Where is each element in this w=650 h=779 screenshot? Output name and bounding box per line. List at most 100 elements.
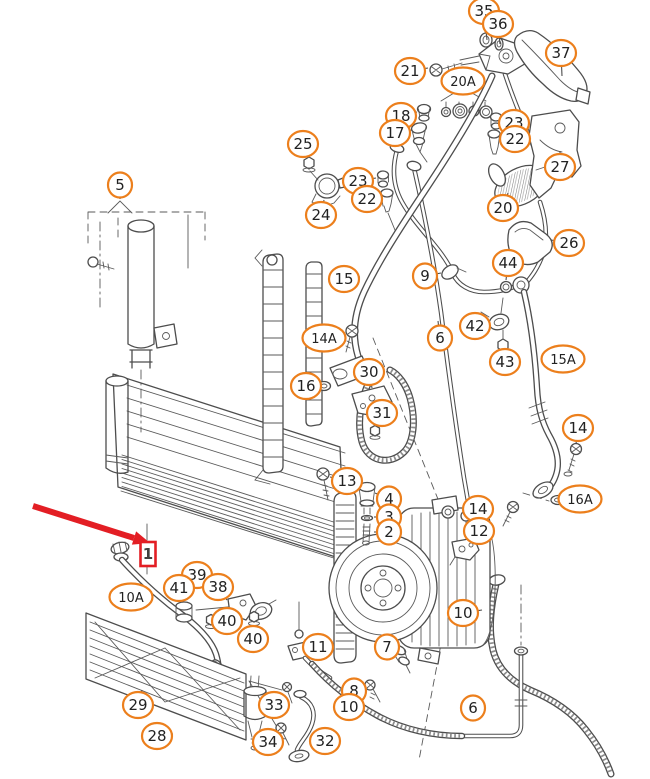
callout-42-20[interactable]: 42 xyxy=(458,311,492,341)
callout-layer: 3536372120A18172322252723222452026449154… xyxy=(106,0,603,757)
callout-6-52[interactable]: 6 xyxy=(459,694,487,722)
callout-11-43[interactable]: 11 xyxy=(301,632,335,662)
callout-13-29[interactable]: 13 xyxy=(329,466,364,496)
highlight-label: 1 xyxy=(143,545,153,563)
callout-label: 25 xyxy=(293,135,312,153)
callout-26-16[interactable]: 26 xyxy=(550,228,586,258)
callout-ring xyxy=(257,690,291,720)
callout-10-47[interactable]: 10 xyxy=(332,692,366,722)
callout-15-19[interactable]: 15 xyxy=(327,264,361,294)
callout-ring xyxy=(365,398,399,428)
callout-label: 36 xyxy=(488,15,507,33)
callout-ring xyxy=(286,129,320,159)
callout-14-28[interactable]: 14 xyxy=(561,413,595,445)
callout-ring xyxy=(108,582,154,612)
callout-12-34[interactable]: 12 xyxy=(462,516,496,546)
callout-label: 2 xyxy=(384,523,394,541)
callout-label: 14 xyxy=(468,500,487,518)
callout-14a-21[interactable]: 14A xyxy=(301,323,347,353)
callout-ring xyxy=(373,633,401,661)
callout-ring xyxy=(301,323,347,353)
highlight-box xyxy=(139,540,157,568)
callout-40-41[interactable]: 40 xyxy=(210,606,244,636)
callout-6-22[interactable]: 6 xyxy=(426,320,454,352)
callout-ring xyxy=(140,721,174,751)
callout-ring xyxy=(378,118,412,148)
callout-ring xyxy=(251,727,285,757)
callout-ring xyxy=(289,371,323,401)
callout-16a-32[interactable]: 16A xyxy=(557,484,603,514)
callout-17-6[interactable]: 17 xyxy=(378,118,413,148)
heat-shield-37 xyxy=(513,29,591,105)
callout-22-8[interactable]: 22 xyxy=(498,124,532,154)
expansion-valve-assembly xyxy=(429,32,546,283)
callout-32-51[interactable]: 32 xyxy=(308,726,342,756)
callout-44-17[interactable]: 44 xyxy=(491,248,525,281)
callout-label: 44 xyxy=(498,254,517,272)
callout-25-9[interactable]: 25 xyxy=(286,129,320,159)
callout-41-37[interactable]: 41 xyxy=(162,573,196,603)
callout-label: 11 xyxy=(308,638,327,656)
highlight-arrow-shaft xyxy=(32,503,135,541)
callout-label: 37 xyxy=(551,44,570,62)
callout-34-50[interactable]: 34 xyxy=(251,727,285,757)
callout-37-2[interactable]: 37 xyxy=(544,38,578,77)
bottom-fittings xyxy=(275,601,462,763)
callout-20a-4[interactable]: 20A xyxy=(440,66,486,96)
callout-ring xyxy=(481,9,515,39)
callout-ring xyxy=(121,690,155,720)
callout-ring xyxy=(411,262,439,290)
callout-label: 40 xyxy=(243,630,262,648)
callout-label: 17 xyxy=(385,124,404,142)
callout-label: 40 xyxy=(217,612,236,630)
callout-label: 41 xyxy=(169,579,188,597)
callout-15a-23[interactable]: 15A xyxy=(540,344,586,374)
callout-7-44[interactable]: 7 xyxy=(373,633,401,661)
highlighted-part-1[interactable]: 1 xyxy=(139,540,157,568)
callout-label: 6 xyxy=(435,329,445,347)
callout-ring xyxy=(491,248,525,278)
callout-label: 43 xyxy=(495,353,514,371)
callout-33-48[interactable]: 33 xyxy=(257,690,291,720)
callout-ring xyxy=(544,38,578,68)
callout-2-35[interactable]: 2 xyxy=(374,518,403,546)
callout-label: 16A xyxy=(567,493,593,508)
callout-label: 6 xyxy=(468,699,478,717)
callout-22-12[interactable]: 22 xyxy=(350,184,384,214)
callout-21-3[interactable]: 21 xyxy=(393,56,429,86)
callout-5-14[interactable]: 5 xyxy=(106,171,134,200)
radiator-support-frame xyxy=(254,249,323,485)
callout-ring xyxy=(426,324,454,352)
callout-label: 42 xyxy=(465,317,484,335)
callout-ring xyxy=(304,200,338,230)
callout-38-38[interactable]: 38 xyxy=(201,572,235,602)
callout-ring xyxy=(557,484,603,514)
callout-label: 9 xyxy=(420,267,430,285)
callout-10a-39[interactable]: 10A xyxy=(108,582,154,612)
callout-label: 30 xyxy=(359,363,378,381)
callout-29-46[interactable]: 29 xyxy=(121,689,155,720)
callout-ring xyxy=(440,66,486,96)
callout-27-10[interactable]: 27 xyxy=(543,151,577,182)
callout-28-49[interactable]: 28 xyxy=(140,721,174,751)
callout-20-15[interactable]: 20 xyxy=(486,192,520,223)
callout-ring xyxy=(552,228,586,258)
callout-40-42[interactable]: 40 xyxy=(236,624,270,654)
highlight-layer: 1 xyxy=(32,503,157,568)
callout-24-13[interactable]: 24 xyxy=(304,199,338,230)
callout-16-26[interactable]: 16 xyxy=(289,371,323,401)
callout-31-27[interactable]: 31 xyxy=(365,398,399,428)
callout-ring xyxy=(352,357,386,387)
callout-label: 33 xyxy=(264,696,283,714)
callout-label: 5 xyxy=(115,176,125,194)
callout-10-40[interactable]: 10 xyxy=(446,598,483,628)
callout-9-18[interactable]: 9 xyxy=(411,262,442,290)
callout-ring xyxy=(446,598,480,628)
callout-ring xyxy=(308,726,342,756)
callout-43-24[interactable]: 43 xyxy=(488,347,522,377)
callout-30-25[interactable]: 30 xyxy=(352,357,386,389)
callout-36-1[interactable]: 36 xyxy=(481,9,515,45)
callout-label: 34 xyxy=(258,733,277,751)
